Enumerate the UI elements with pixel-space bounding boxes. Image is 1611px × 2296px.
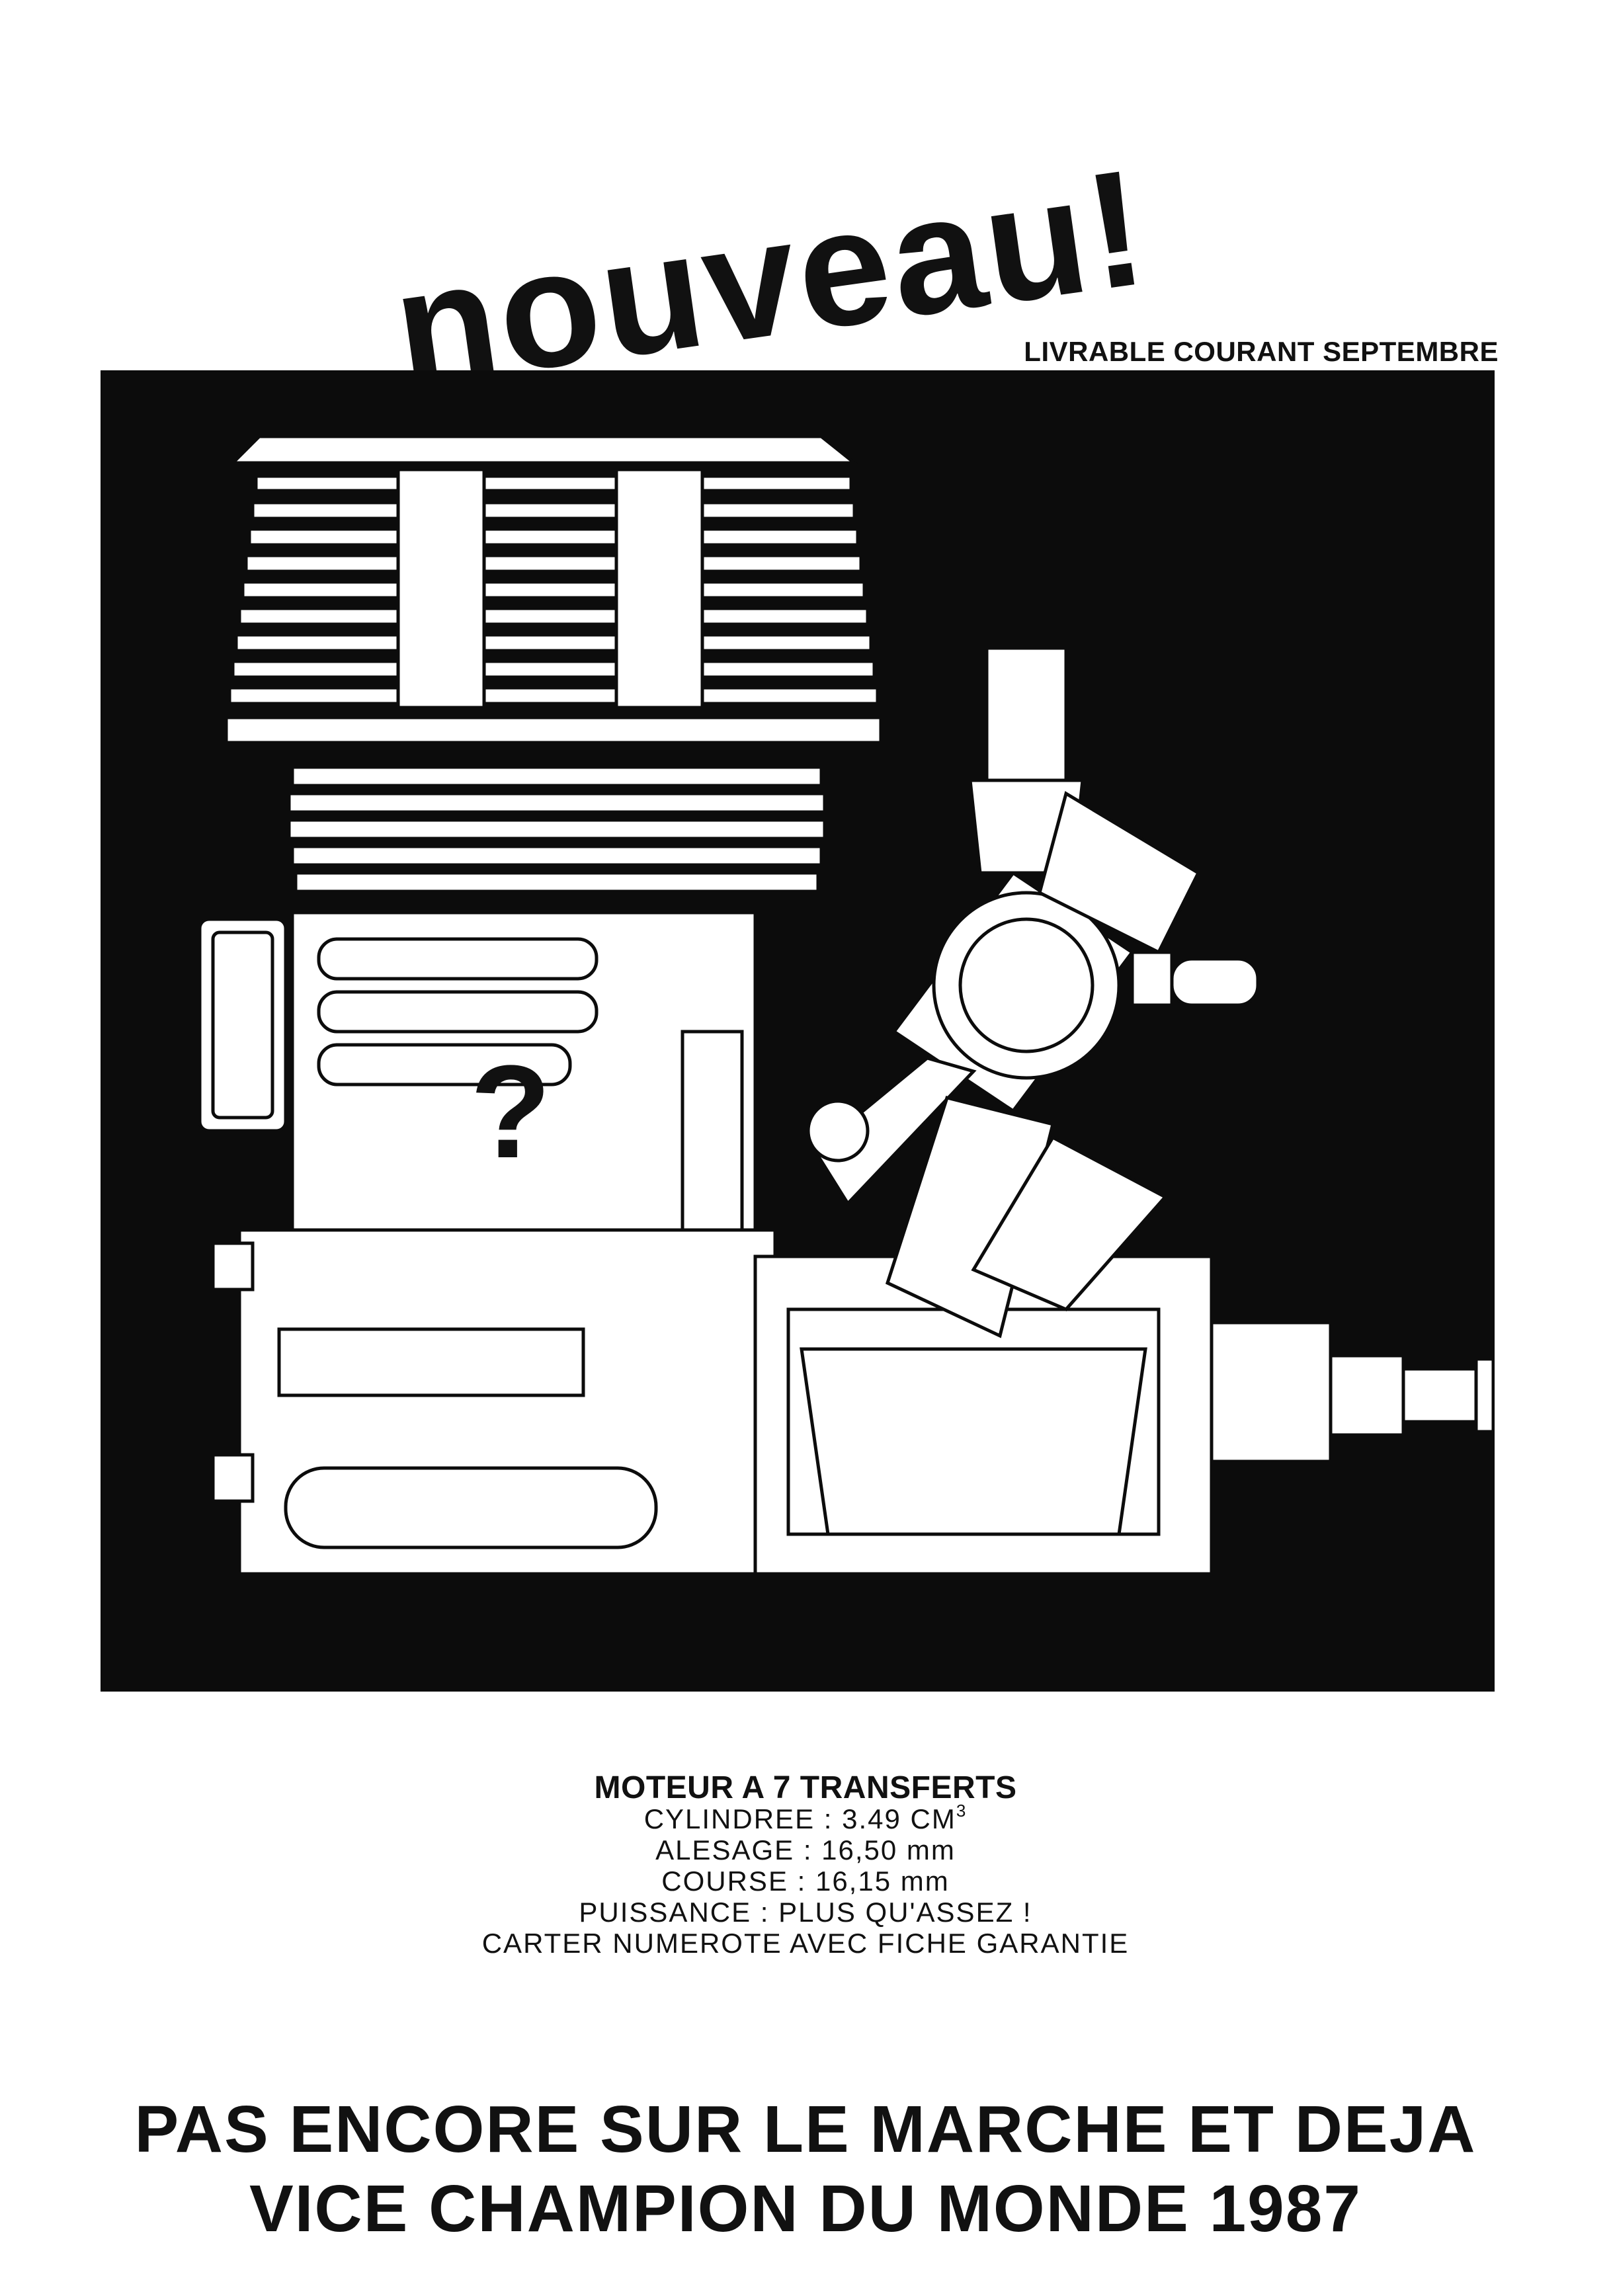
engine-specs: MOTEUR A 7 TRANSFERTS CYLINDREE : 3.49 C… — [0, 1772, 1611, 1959]
headline: nouveau! — [370, 93, 1230, 384]
slogan: PAS ENCORE SUR LE MARCHE ET DEJA VICE CH… — [0, 2090, 1611, 2248]
spec-cylindree-text: CYLINDREE : 3.49 CM — [643, 1803, 956, 1834]
center-mark: ? — [470, 1038, 551, 1186]
spec-course: COURSE : 16,15 mm — [661, 1866, 950, 1897]
slogan-line-2: VICE CHAMPION DU MONDE 1987 — [249, 2172, 1362, 2246]
spec-cylindree-exponent: 3 — [956, 1801, 968, 1821]
spec-puissance: PUISSANCE : PLUS QU'ASSEZ ! — [579, 1897, 1032, 1928]
specs-title: MOTEUR A 7 TRANSFERTS — [594, 1770, 1017, 1805]
engine-illustration: ? — [101, 370, 1495, 1692]
spec-cylindree: CYLINDREE : 3.49 CM3 — [0, 1801, 1611, 1834]
spec-carter: CARTER NUMEROTE AVEC FICHE GARANTIE — [481, 1928, 1130, 1959]
engine-drawing — [198, 434, 1495, 1576]
slogan-line-1: PAS ENCORE SUR LE MARCHE ET DEJA — [134, 2092, 1477, 2166]
availability-note: LIVRABLE COURANT SEPTEMBRE — [1024, 336, 1499, 367]
spec-alesage: ALESAGE : 16,50 mm — [655, 1834, 956, 1866]
